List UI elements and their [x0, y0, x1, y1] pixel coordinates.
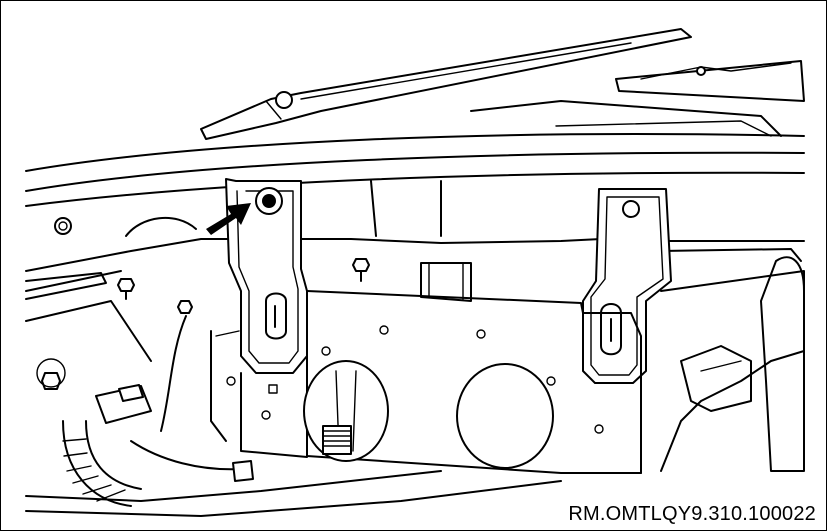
small-bolts [36, 258, 370, 390]
target-bolt [255, 187, 283, 215]
bracket-right [582, 188, 672, 384]
wiring-harness [25, 300, 562, 517]
round-openings [303, 360, 554, 469]
bracket-left [225, 178, 308, 374]
inner-panel [25, 180, 805, 292]
wiper-arm [200, 28, 692, 140]
callout-arrow-icon [206, 203, 251, 235]
cowl-panel [25, 100, 805, 207]
reference-code: RM.OMTLQY9.310.100022 [566, 502, 818, 526]
right-side-components [660, 256, 805, 472]
wiper-blade [615, 60, 805, 102]
fender-left [25, 272, 240, 442]
